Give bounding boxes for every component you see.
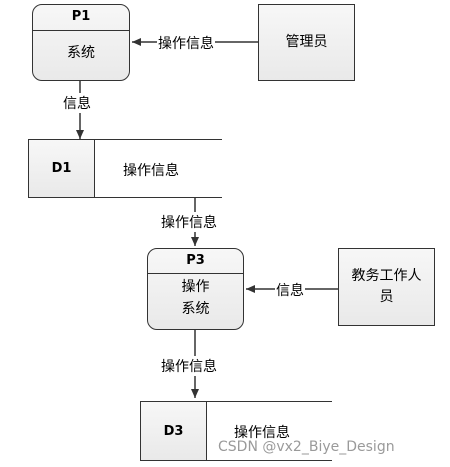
store-d3-top-line <box>207 401 332 402</box>
store-d1-top-line <box>95 139 222 140</box>
process-p1-name: 系统 <box>67 45 95 61</box>
entity-staff-label-line2: 员 <box>379 289 394 305</box>
entity-academic-staff: 教务工作人 员 <box>338 248 435 326</box>
store-d1-id-box: D1 <box>28 139 95 198</box>
process-p3: P3 操作 系统 <box>147 248 244 330</box>
process-p3-id: P3 <box>186 253 205 268</box>
entity-admin-label: 管理员 <box>285 34 328 50</box>
store-d1-id: D1 <box>51 161 72 176</box>
flow-label-admin-to-p1: 操作信息 <box>157 33 215 53</box>
store-d3-label: 操作信息 <box>234 425 290 441</box>
csdn-watermark: CSDN @vx2_Biye_Design <box>218 439 395 455</box>
flow-label-d1-to-p3: 操作信息 <box>160 212 218 232</box>
process-p1-divider <box>33 30 129 31</box>
store-d1-label: 操作信息 <box>123 163 179 179</box>
flow-label-p1-to-d1: 信息 <box>62 93 92 113</box>
process-p3-name-line2: 系统 <box>181 301 210 317</box>
flow-label-staff-to-p3: 信息 <box>275 280 305 300</box>
process-p3-name-line1: 操作 <box>181 279 210 295</box>
store-d3-id: D3 <box>163 423 184 439</box>
store-d3-id-box: D3 <box>140 401 207 461</box>
process-p1: P1 系统 <box>32 4 130 81</box>
entity-admin: 管理员 <box>258 4 355 81</box>
process-p3-divider <box>148 273 243 274</box>
store-d1-bottom-line <box>95 197 222 198</box>
entity-staff-label-line1: 教务工作人 <box>351 268 422 284</box>
store-d3-bottom-line <box>207 460 332 461</box>
process-p1-id: P1 <box>71 9 91 24</box>
flow-label-p3-to-d3: 操作信息 <box>160 356 218 376</box>
